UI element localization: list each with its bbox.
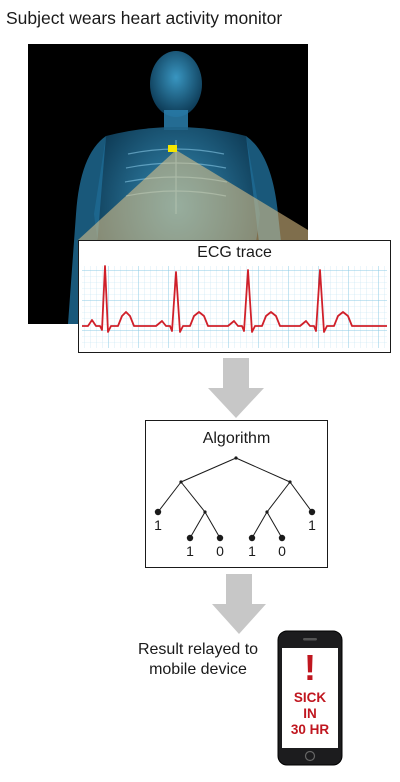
ecg-trace-label: ECG trace (197, 244, 272, 261)
ecg-trace-panel (78, 240, 391, 353)
mobile-phone-icon (277, 630, 343, 766)
result-line-1: Result relayed to (137, 641, 259, 658)
leaf-node (248, 534, 256, 542)
leaf-label: 1 (248, 543, 256, 559)
leaf-node (278, 534, 286, 542)
result-line-2: mobile device (149, 661, 247, 678)
ecg-waveform (82, 265, 387, 333)
leaf-node (216, 534, 224, 542)
leaf-label: 1 (308, 517, 316, 533)
down-arrow-icon (208, 358, 264, 418)
decision-tree (157, 457, 313, 539)
alert-line-1: SICK (293, 690, 327, 705)
leaf-label: 0 (278, 543, 286, 559)
algorithm-label: Algorithm (202, 430, 271, 447)
algorithm-box: 1 1 0 1 0 1 (145, 420, 328, 568)
result-label: Result relayed to mobile device (118, 640, 278, 680)
leaf-node (308, 508, 316, 516)
alert-line-3: 30 HR (290, 722, 330, 737)
alert-icon: ! (304, 647, 316, 688)
leaf-label: 1 (154, 517, 162, 533)
leaf-label: 1 (186, 543, 194, 559)
leaf-node (154, 508, 162, 516)
leaf-node (186, 534, 194, 542)
heart-monitor-sensor (168, 145, 177, 152)
phone-alert-message: SICK IN 30 HR (283, 690, 337, 738)
diagram-title: Subject wears heart activity monitor (6, 8, 283, 28)
leaf-label: 0 (216, 543, 224, 559)
alert-line-2: IN (303, 706, 317, 721)
down-arrow-icon (212, 574, 266, 634)
